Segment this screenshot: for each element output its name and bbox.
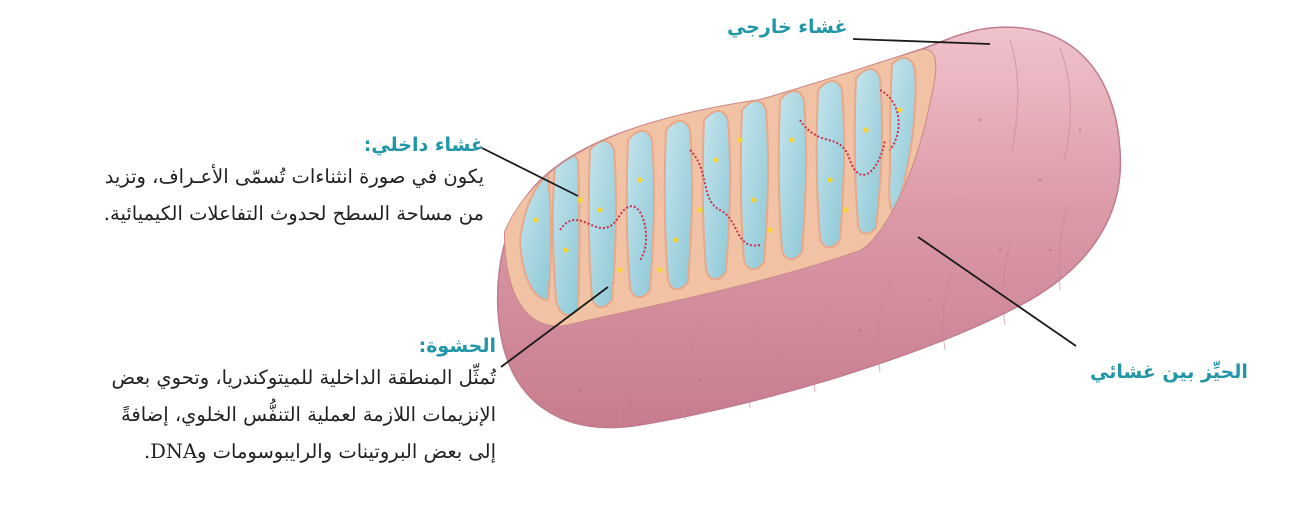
outer-membrane-title: غشاء خارجي xyxy=(727,16,847,38)
matrix-title: الحشوة: xyxy=(111,335,496,357)
inner-membrane-line-1: يكون في صورة انثناءات تُسمّى الأعـراف، و… xyxy=(104,161,484,193)
intermembrane-space-label: الحيِّز بين غشائي xyxy=(1090,361,1248,383)
matrix-label: الحشوة: تُمثِّل المنطقة الداخلية للميتوك… xyxy=(111,335,496,468)
intermembrane-space-title: الحيِّز بين غشائي xyxy=(1090,361,1248,383)
matrix-line-3: إلى بعض البروتينات والرايبوسومات وDNA. xyxy=(111,436,496,468)
outer-membrane-label: غشاء خارجي xyxy=(727,16,847,38)
inner-membrane-label: غشاء داخلي: يكون في صورة انثناءات تُسمّى… xyxy=(104,134,484,230)
matrix-line-1: تُمثِّل المنطقة الداخلية للميتوكندريا، و… xyxy=(111,362,496,394)
inner-membrane-title: غشاء داخلي: xyxy=(104,134,484,156)
inner-membrane-line-2: من مساحة السطح لحدوث التفاعلات الكيميائي… xyxy=(104,198,484,230)
matrix-line-2: الإنزيمات اللازمة لعملية التنفُّس الخلوي… xyxy=(111,399,496,431)
